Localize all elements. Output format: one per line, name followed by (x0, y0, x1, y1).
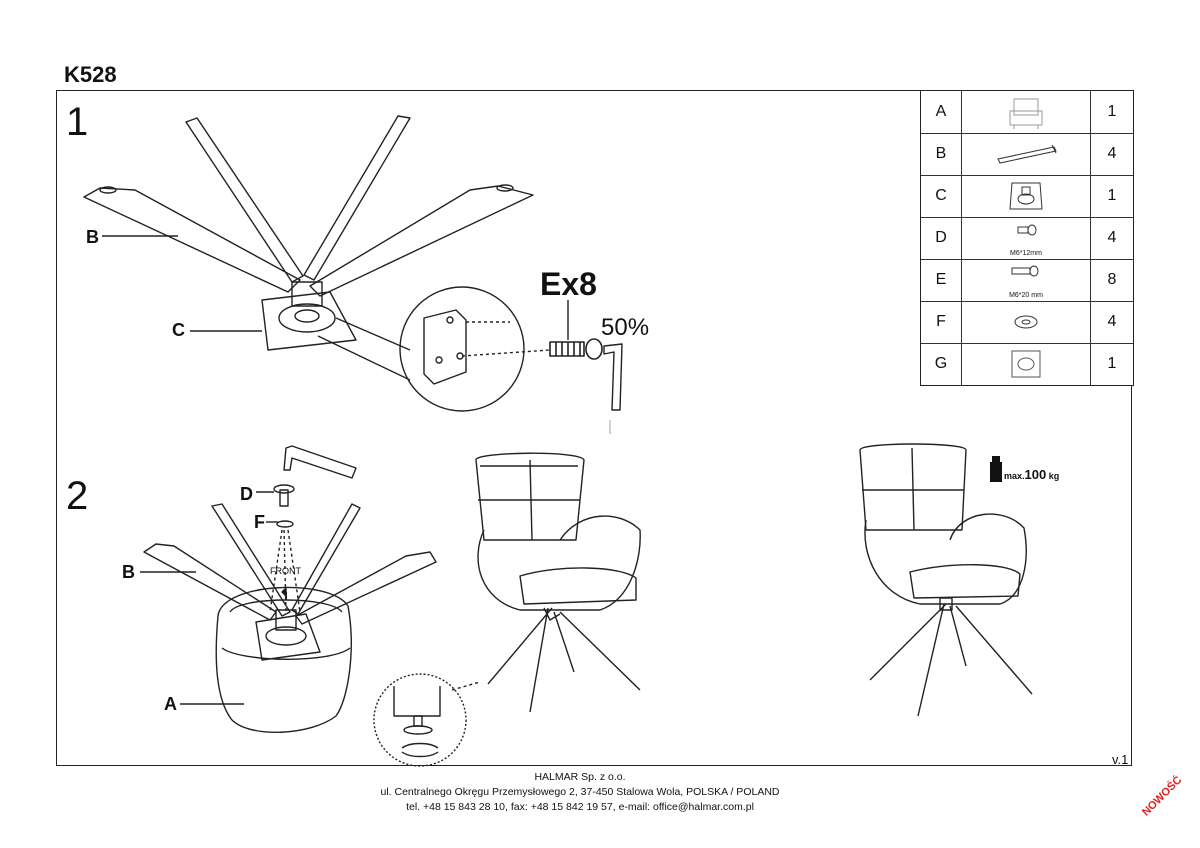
chair-front-view (475, 452, 641, 713)
tightening-percent: 50% (601, 314, 650, 341)
part-row: D M6*12mm 4 (921, 217, 1133, 260)
mounting-plate-icon (962, 343, 1091, 385)
part-row: F 4 (921, 301, 1133, 344)
leg-icon (962, 133, 1091, 175)
part-row: G 1 (921, 343, 1133, 385)
step1-leg-upper-right (303, 115, 411, 281)
chair-back-view (859, 443, 1033, 717)
parts-list: A 1 B 4 C 1 D M6*12mm (920, 90, 1134, 386)
long-screw-icon: M6*20 mm (962, 259, 1091, 301)
step2-glide-detail-circle (373, 673, 467, 767)
swivel-plate-icon (962, 175, 1091, 217)
step2-label-b: B (122, 562, 135, 582)
part-row: C 1 (921, 175, 1133, 218)
screw-icon: M6*12mm (962, 217, 1091, 259)
step2-screw (273, 484, 295, 507)
step1-label-b: B (86, 227, 99, 247)
part-letter: C (921, 175, 962, 217)
screw-count: Ex8 (540, 266, 597, 302)
step1-leg-left (83, 186, 301, 293)
step1-leg-upper-left (185, 117, 304, 283)
max-load-value: 100 (1024, 467, 1047, 482)
step1-detail-circle (399, 286, 525, 412)
step-number-2: 2 (66, 474, 89, 518)
step2-seat-underside (215, 586, 352, 734)
part-qty: 4 (1107, 229, 1117, 246)
part-letter: A (921, 91, 962, 133)
step1-swivel-plate (261, 281, 357, 351)
part-row: B 4 (921, 133, 1133, 176)
part-note: M6*20 mm (1009, 292, 1043, 299)
product-code: K528 (64, 62, 117, 87)
max-load: max.100 kg (1004, 467, 1059, 482)
step1-allen-key (603, 343, 623, 411)
step1-screw (549, 338, 603, 360)
part-row: E M6*20 mm 8 (921, 259, 1133, 302)
step2-label-a: A (164, 694, 177, 714)
part-letter: E (921, 259, 962, 301)
part-letter: B (921, 133, 962, 175)
footer-address: ul. Centralnego Okręgu Przemysłowego 2, … (380, 786, 780, 798)
step2-washer (276, 520, 294, 528)
step2-allen-key (283, 445, 357, 479)
step2-label-f: F (254, 512, 265, 532)
footer: HALMAR Sp. z o.o. ul. Centralnego Okręgu… (0, 770, 1160, 815)
step1-leg-right (309, 184, 534, 297)
part-qty: 1 (1107, 355, 1117, 372)
footer-contact: tel. +48 15 843 28 10, fax: +48 15 842 1… (406, 801, 754, 813)
washer-icon (962, 301, 1091, 343)
part-letter: D (921, 217, 962, 259)
part-letter: G (921, 343, 962, 385)
weight-icon (990, 456, 1002, 482)
part-qty: 4 (1107, 313, 1117, 330)
step2-label-d: D (240, 484, 253, 504)
footer-company: HALMAR Sp. z o.o. (534, 771, 626, 783)
part-qty: 1 (1107, 103, 1117, 120)
part-qty: 1 (1107, 187, 1117, 204)
step-number-1: 1 (66, 100, 89, 144)
part-note: M6*12mm (1010, 250, 1042, 257)
version-label: v.1 (1112, 752, 1129, 767)
part-qty: 4 (1107, 145, 1117, 162)
part-qty: 8 (1107, 271, 1117, 288)
part-letter: F (921, 301, 962, 343)
part-row: A 1 (921, 91, 1133, 134)
instruction-frame (56, 90, 1132, 766)
chair-icon (962, 91, 1091, 133)
max-load-unit: kg (1048, 471, 1060, 481)
step1-label-c: C (172, 320, 185, 340)
max-load-prefix: max. (1004, 471, 1025, 481)
front-label: FRONT (270, 566, 301, 576)
